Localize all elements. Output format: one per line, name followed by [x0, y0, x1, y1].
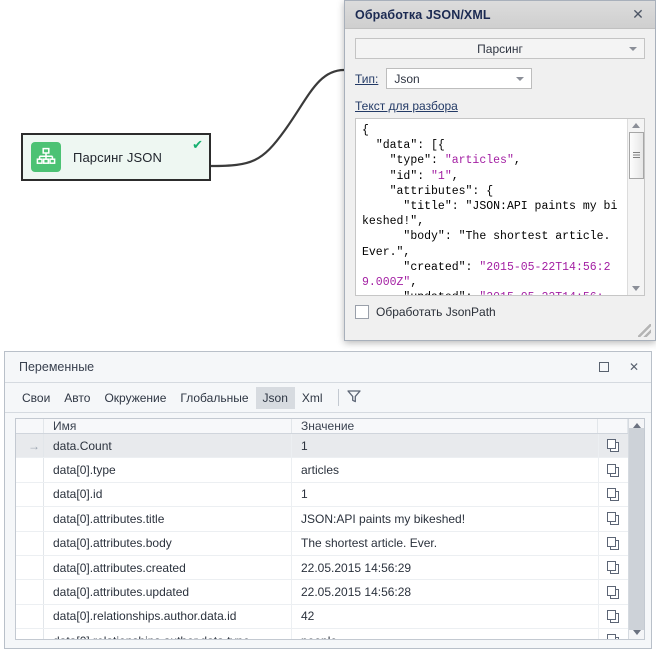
scrollbar-track[interactable]	[629, 428, 644, 630]
dialog-titlebar: Обработка JSON/XML ✕	[345, 1, 655, 29]
header-copy	[598, 419, 628, 433]
sitemap-icon	[31, 142, 61, 172]
checkmark-icon: ✔	[192, 137, 203, 152]
row-indicator	[16, 555, 44, 580]
scroll-down-icon[interactable]	[632, 630, 641, 635]
table-row[interactable]: data[0].relationships.author.data.id 42	[16, 604, 628, 630]
maximize-icon[interactable]	[589, 354, 619, 380]
cell-name: data[0].id	[44, 482, 292, 507]
node-parse-json[interactable]: Парсинг JSON ✔	[21, 133, 211, 181]
header-value[interactable]: Значение	[292, 419, 598, 433]
cell-value: The shortest article. Ever.	[301, 536, 438, 551]
tab-свои[interactable]: Свои	[22, 390, 51, 405]
variables-table: Имя Значение →data.Count 1 data[0].type art…	[15, 418, 645, 640]
row-indicator	[16, 482, 44, 507]
cell-name: data[0].attributes.title	[44, 507, 292, 531]
json-text-area[interactable]: { "data": [{ "type": "articles", "id": "…	[355, 118, 645, 296]
chevron-down-icon	[516, 76, 525, 81]
variables-tabbar: Свои Авто Окружение Глобальные Json Xml	[5, 383, 651, 413]
table-scrollbar[interactable]	[628, 419, 644, 639]
cell-value: articles	[301, 463, 340, 478]
table-row[interactable]: data[0].attributes.updated 22.05.2015 14:…	[16, 580, 628, 605]
scrollbar-thumb[interactable]	[628, 132, 644, 179]
type-row: Тип: Json	[355, 68, 645, 89]
close-icon[interactable]: ✕	[628, 360, 640, 374]
copy-icon[interactable]	[598, 482, 628, 507]
cell-name: data.Count	[44, 434, 292, 458]
copy-icon[interactable]	[598, 629, 628, 639]
jsonpath-checkbox-label: Обработать JsonPath	[376, 305, 496, 319]
tab-авто[interactable]: Авто	[64, 390, 91, 405]
table-row[interactable]: data[0].relationships.author.data.typepe…	[16, 629, 628, 639]
mode-dropdown[interactable]: Парсинг	[355, 38, 645, 59]
table-row[interactable]: data[0].attributes.title JSON:API paints …	[16, 507, 628, 532]
tab-separator	[337, 389, 339, 406]
table-row[interactable]: data[0].type articles	[16, 458, 628, 483]
mode-dropdown-value: Парсинг	[477, 41, 523, 56]
resize-grip[interactable]	[638, 324, 651, 337]
cell-name: data[0].relationships.author.data.type	[44, 629, 292, 639]
table-row[interactable]: data[0].id 1	[16, 482, 628, 508]
cell-value: 1	[301, 487, 308, 502]
scroll-down-icon[interactable]	[632, 286, 640, 291]
copy-icon[interactable]	[598, 555, 628, 580]
cell-name: data[0].type	[44, 458, 292, 482]
cell-name: data[0].relationships.author.data.id	[44, 604, 292, 629]
cell-value: 22.05.2015 14:56:29	[301, 560, 412, 575]
json-scrollbar[interactable]	[627, 119, 644, 295]
cell-value: JSON:API paints my bikeshed!	[301, 511, 466, 526]
tab-xml[interactable]: Xml	[301, 390, 323, 405]
scroll-up-icon[interactable]	[632, 423, 641, 428]
copy-icon[interactable]	[598, 604, 628, 629]
text-section-label[interactable]: Текст для разбора	[355, 99, 458, 113]
cell-value: 1	[301, 438, 308, 453]
row-indicator	[16, 458, 44, 482]
variables-titlebar: Переменные ✕	[5, 352, 651, 383]
row-indicator	[16, 580, 44, 604]
table-row[interactable]: data[0].attributes.created 22.05.2015 14:…	[16, 555, 628, 581]
cell-name: data[0].attributes.updated	[44, 580, 292, 604]
row-indicator	[16, 507, 44, 531]
header-name[interactable]: Имя	[44, 419, 292, 433]
copy-icon[interactable]	[598, 434, 628, 458]
thumb-grip	[632, 152, 640, 159]
table-row[interactable]: data[0].attributes.body The shortest arti…	[16, 531, 628, 556]
cell-name: data[0].attributes.created	[44, 555, 292, 580]
copy-icon[interactable]	[598, 458, 628, 482]
json-text-content: { "data": [{ "type": "articles", "id": "…	[362, 124, 618, 295]
table-header: Имя Значение	[16, 419, 628, 434]
tab-глобальные[interactable]: Глобальные	[180, 390, 249, 405]
row-indicator: →	[16, 434, 44, 458]
node-label: Парсинг JSON	[73, 149, 162, 165]
copy-icon[interactable]	[598, 507, 628, 531]
chevron-down-icon	[629, 46, 637, 51]
dialog-body: Парсинг Тип: Json Текст для разбора { "d…	[345, 29, 655, 319]
json-xml-dialog: Обработка JSON/XML ✕ Парсинг Тип: Json Т…	[344, 0, 656, 341]
scroll-up-icon[interactable]	[632, 123, 640, 128]
row-indicator	[16, 604, 44, 629]
type-dropdown[interactable]: Json	[386, 68, 533, 89]
row-indicator	[16, 531, 44, 555]
cell-value: 22.05.2015 14:56:28	[301, 585, 412, 600]
row-indicator	[16, 629, 44, 639]
cell-value: people	[292, 629, 598, 639]
copy-icon[interactable]	[598, 531, 628, 555]
jsonpath-checkbox-row[interactable]: Обработать JsonPath	[355, 305, 645, 319]
jsonpath-checkbox[interactable]	[355, 305, 369, 319]
type-label[interactable]: Тип:	[355, 71, 379, 86]
cell-value: 42	[301, 609, 315, 624]
table-row[interactable]: →data.Count 1	[16, 434, 628, 459]
close-icon[interactable]: ✕	[632, 6, 644, 22]
copy-icon[interactable]	[598, 580, 628, 604]
filter-funnel-icon[interactable]	[346, 389, 361, 406]
tab-окружение[interactable]: Окружение	[104, 390, 167, 405]
variables-title: Переменные	[19, 360, 95, 374]
dialog-title: Обработка JSON/XML	[355, 7, 491, 22]
variables-panel: Переменные ✕ Свои Авто Окружение Глобальные…	[4, 351, 652, 649]
cell-name: data[0].attributes.body	[44, 531, 292, 555]
type-dropdown-value: Json	[394, 71, 420, 86]
header-gutter	[16, 419, 44, 433]
tab-json[interactable]: Json	[255, 386, 295, 409]
